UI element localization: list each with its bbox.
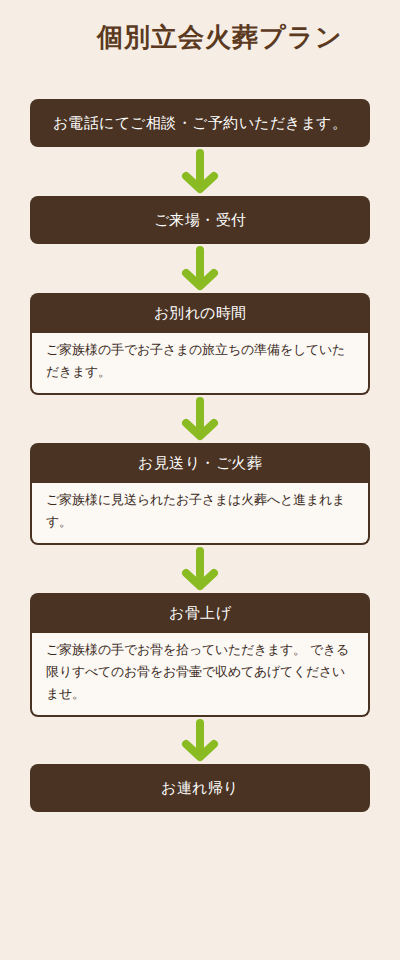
step-header: お電話にてご相談・ご予約いただきます。 [30, 99, 370, 147]
step-body: ご家族様に見送られたお子さまは火葬へと進まれます。 [30, 483, 370, 545]
step-header: お連れ帰り [30, 764, 370, 812]
diagram-title: 個別立会火葬プラン [60, 20, 380, 55]
step-title: お見送り・ご火葬 [138, 454, 262, 472]
flow-arrow [186, 250, 214, 286]
arrow-path [186, 153, 214, 189]
step-title: お別れの時間 [154, 304, 247, 322]
process-box: お電話にてご相談・ご予約いただきます。 [30, 99, 370, 147]
process-box: お骨上げご家族様の手でお骨を拾っていただきます。 できる限りすべてのお骨をお骨壷… [30, 593, 370, 717]
step-description: ご家族様の手でお子さまの旅立ちの準備をしていただきます。 [46, 342, 345, 379]
flow-arrow [186, 153, 214, 189]
step-header: お骨上げ [30, 593, 370, 633]
step-header: ご来場・受付 [30, 196, 370, 244]
arrow-path [186, 250, 214, 286]
flow-arrow [186, 401, 214, 436]
step-body: ご家族様の手でお骨を拾っていただきます。 できる限りすべてのお骨をお骨壷で収めて… [30, 633, 370, 717]
step-body: ご家族様の手でお子さまの旅立ちの準備をしていただきます。 [30, 333, 370, 395]
arrow-path [186, 723, 214, 757]
step-title: ご来場・受付 [154, 211, 247, 229]
step-title: お骨上げ [169, 604, 231, 622]
step-description: ご家族様に見送られたお子さまは火葬へと進まれます。 [46, 492, 345, 529]
step-header: お見送り・ご火葬 [30, 443, 370, 483]
step-title: お電話にてご相談・ご予約いただきます。 [53, 114, 348, 132]
process-box: ご来場・受付 [30, 196, 370, 244]
process-box: お見送り・ご火葬ご家族様に見送られたお子さまは火葬へと進まれます。 [30, 443, 370, 545]
process-box: お別れの時間ご家族様の手でお子さまの旅立ちの準備をしていただきます。 [30, 293, 370, 395]
step-header: お別れの時間 [30, 293, 370, 333]
step-description: ご家族様の手でお骨を拾っていただきます。 できる限りすべてのお骨をお骨壷で収めて… [46, 642, 349, 701]
arrow-path [186, 551, 214, 586]
process-box: お連れ帰り [30, 764, 370, 812]
arrow-path [186, 401, 214, 436]
flow-arrow [186, 723, 214, 757]
step-title: お連れ帰り [161, 779, 239, 797]
flow-arrow [186, 551, 214, 586]
